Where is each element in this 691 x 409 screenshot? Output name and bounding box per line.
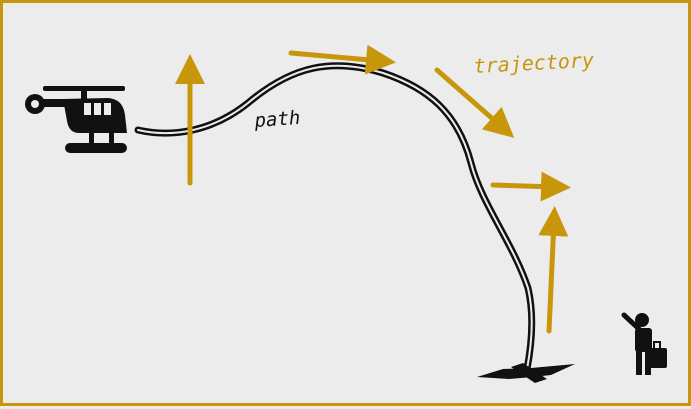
landing-pad-icon	[477, 363, 575, 383]
trajectory-arrow	[288, 44, 396, 75]
traveler-with-suitcase-icon	[621, 312, 667, 375]
trajectory-label: trajectory	[473, 48, 595, 78]
helicopter-icon	[25, 86, 127, 153]
path-label: path	[253, 107, 301, 132]
trajectory-arrow	[538, 206, 569, 334]
trajectory-arrow	[434, 67, 515, 138]
flight-path	[134, 62, 536, 373]
trajectory-diagram: path trajectory	[25, 44, 667, 383]
trajectory-arrow	[490, 171, 571, 202]
trajectory-arrows	[175, 44, 571, 334]
